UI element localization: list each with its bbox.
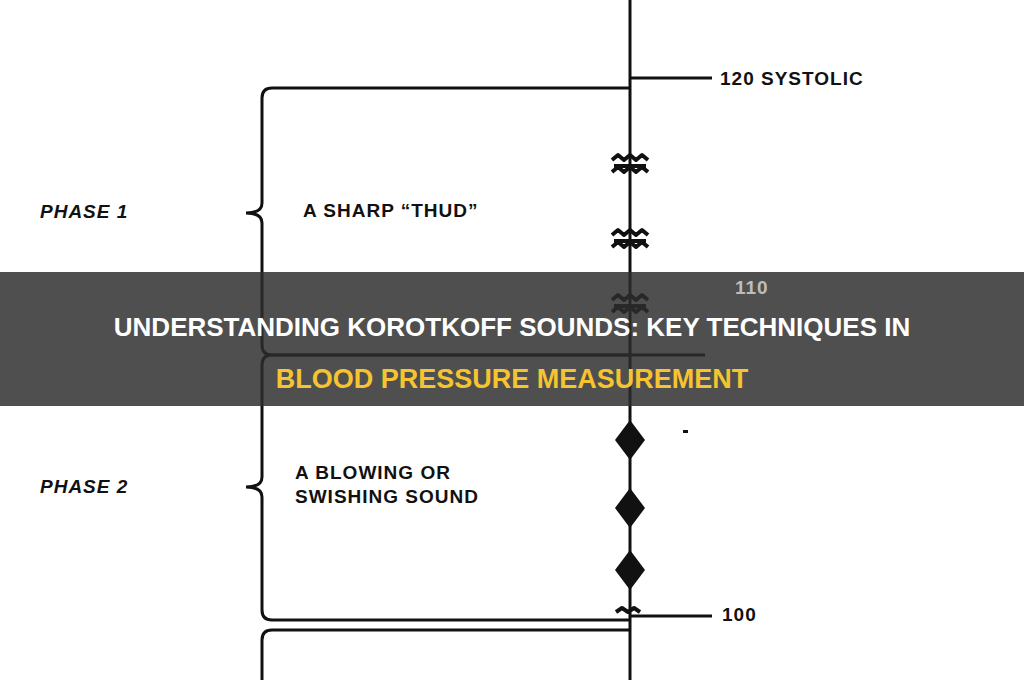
scale-tick: [630, 615, 712, 618]
title-line: UNDERSTANDING KOROTKOFF SOUNDS: KEY TECH…: [0, 312, 1024, 343]
phase-bracket: [262, 630, 630, 680]
scale-tick: [630, 77, 712, 80]
sound-description: A SHARP “THUD”: [303, 199, 479, 223]
thud-mark: [612, 230, 648, 247]
phase-label: PHASE 1: [40, 201, 128, 223]
pressure-value: 100: [722, 604, 757, 626]
title-banner: UNDERSTANDING KOROTKOFF SOUNDS: KEY TECH…: [0, 272, 1024, 406]
title-line: BLOOD PRESSURE MEASUREMENT: [0, 364, 1024, 395]
swish-mark: [615, 488, 645, 528]
phase-label: PHASE 2: [40, 476, 128, 498]
sound-description: A BLOWING OR SWISHING SOUND: [295, 461, 545, 509]
swish-mark: [615, 420, 645, 460]
thud-mark: [612, 155, 648, 172]
speck: [683, 430, 688, 433]
pressure-value: 110: [735, 277, 769, 299]
swish-mark: [615, 550, 645, 590]
pressure-value: 120 SYSTOLIC: [720, 68, 864, 90]
thud-mark: [616, 608, 640, 612]
